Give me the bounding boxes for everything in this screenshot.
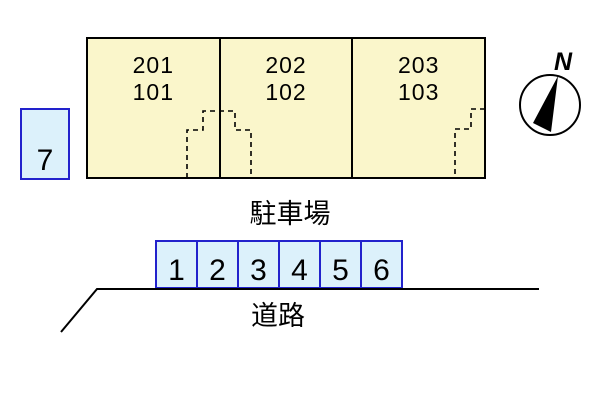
parking-space-number: 4 <box>291 254 308 287</box>
parking-space-4: 4 <box>278 240 321 289</box>
unit-number-lower: 101 <box>132 79 175 105</box>
parking-space-5: 5 <box>319 240 362 289</box>
unit-number-lower: 103 <box>397 79 440 105</box>
unit-number-lower: 102 <box>265 79 307 105</box>
building-outline: 201 101 202 102 203 103 <box>86 37 486 179</box>
parking-space-number: 5 <box>332 254 349 287</box>
compass-north-label: N <box>553 48 573 76</box>
unit-number-upper: 202 <box>265 52 307 78</box>
road-label: 道路 <box>251 301 305 331</box>
parking-space-number: 7 <box>36 144 54 177</box>
parking-space-6: 6 <box>360 240 403 289</box>
unit-number-upper: 203 <box>397 52 440 78</box>
parking-space-1: 1 <box>155 240 198 289</box>
parking-row: 1 2 3 4 5 6 <box>155 240 403 289</box>
building-unit-3: 203 103 <box>351 39 484 177</box>
parking-space-number: 1 <box>168 254 185 287</box>
unit-number-upper: 201 <box>132 52 175 78</box>
compass-circle <box>519 74 581 136</box>
parking-space-number: 2 <box>209 254 226 287</box>
building-unit-2: 202 102 <box>218 39 352 177</box>
parking-space-number: 3 <box>250 254 267 287</box>
compass-needle-icon <box>533 76 558 132</box>
parking-space-7: 7 <box>20 108 70 180</box>
parking-lot-label: 駐車場 <box>249 199 331 229</box>
parking-space-3: 3 <box>237 240 280 289</box>
parking-space-2: 2 <box>196 240 239 289</box>
building-unit-1: 201 101 <box>88 39 219 177</box>
parking-space-number: 6 <box>373 254 390 287</box>
